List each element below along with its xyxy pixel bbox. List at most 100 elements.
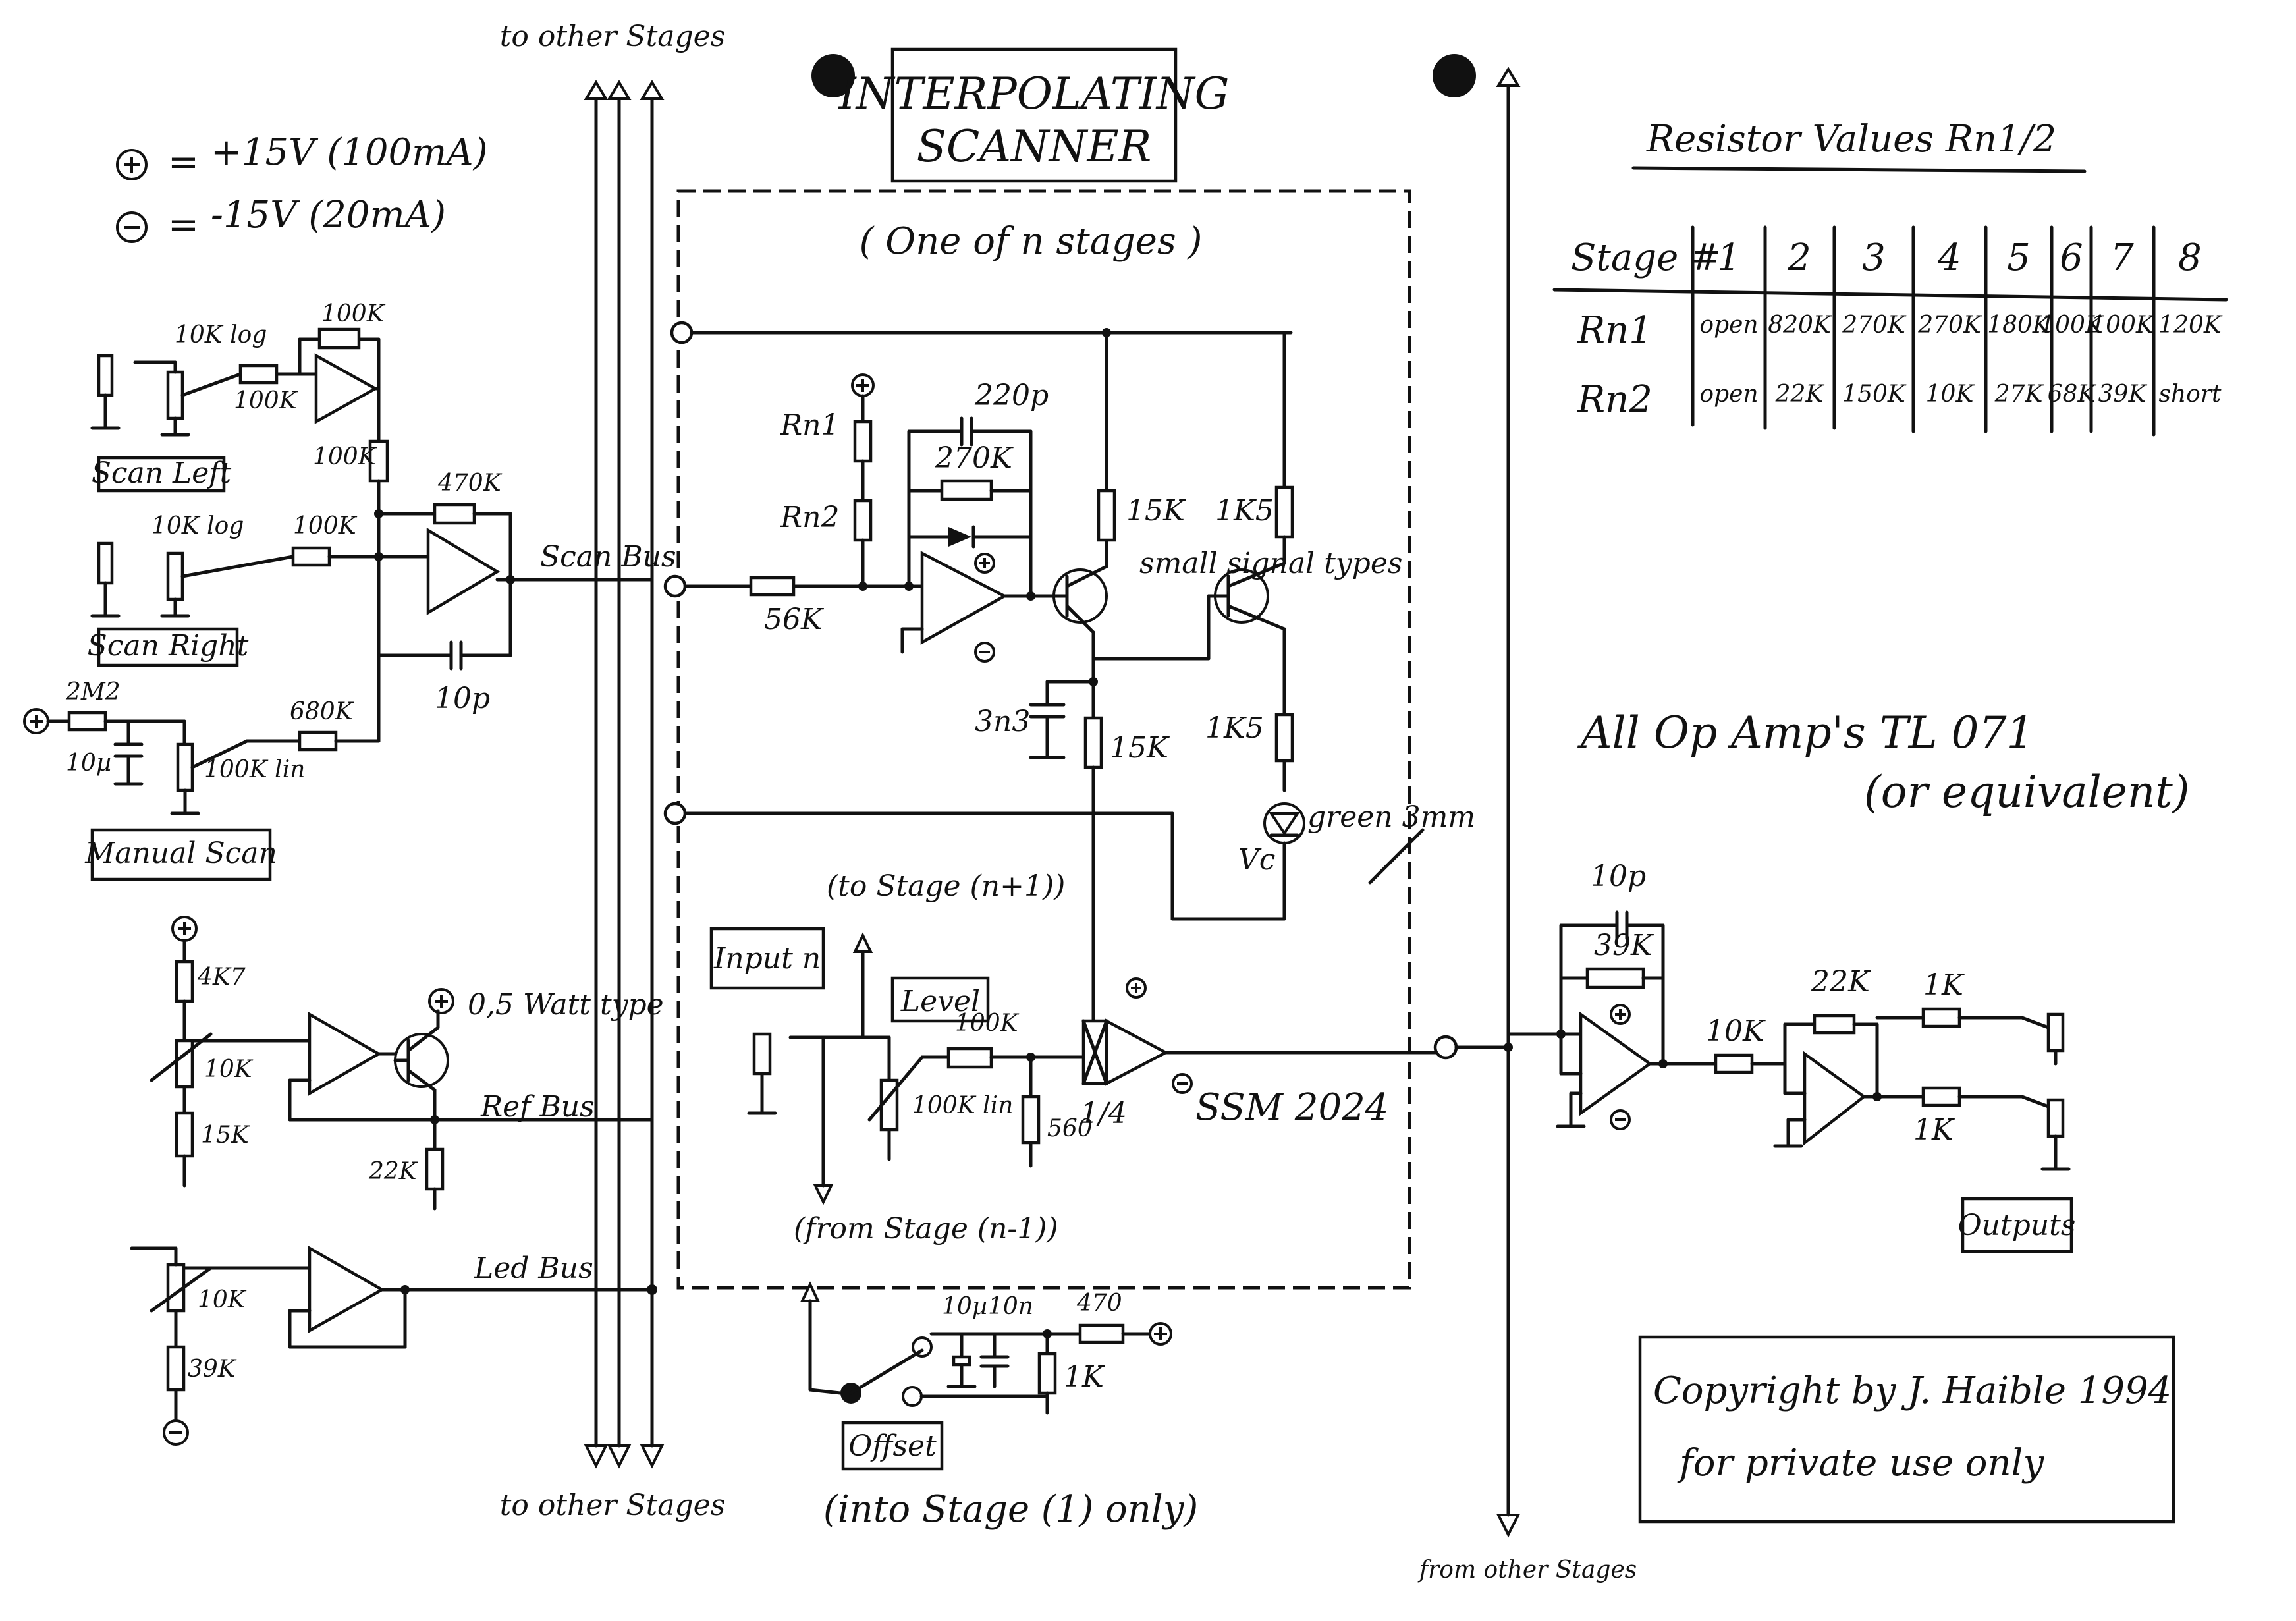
svg-text:green 3mm: green 3mm	[1307, 800, 1475, 834]
table-cell: 180K	[1987, 312, 2052, 339]
manual-scan-label: Manual Scan	[84, 837, 277, 870]
svg-text:(from Stage (n-1)): (from Stage (n-1))	[794, 1212, 1058, 1246]
stage-caption: ( One of n stages )	[860, 220, 1203, 263]
stage-outline	[676, 189, 1411, 1290]
svg-text:100K: 100K	[955, 1010, 1020, 1037]
table-cell: 270K	[1842, 312, 1907, 339]
bus-arrow-top-label: to other Stages	[500, 20, 726, 53]
svg-text:100K: 100K	[234, 387, 298, 414]
scan-bus-label: Scan Bus	[540, 540, 676, 574]
svg-text:0,5 Watt type: 0,5 Watt type	[468, 988, 664, 1022]
table-stage-header: 8	[2178, 236, 2202, 279]
svg-text:10p: 10p	[1591, 860, 1646, 893]
table-stage-header: 3	[1862, 236, 1886, 279]
svg-text:10n: 10n	[988, 1293, 1033, 1320]
svg-text:100K: 100K	[321, 300, 386, 327]
svg-text:small signal types: small signal types	[1139, 547, 1402, 580]
svg-text:39K: 39K	[188, 1356, 237, 1383]
led-section: 10K 39K	[130, 1246, 657, 1446]
copyright-line2: for private use only	[1677, 1442, 2044, 1485]
svg-text:10K: 10K	[1706, 1014, 1766, 1048]
svg-text:22K: 22K	[368, 1158, 418, 1185]
scan-left-label: Scan Left	[92, 456, 232, 490]
table-stage-header: 5	[2007, 236, 2031, 279]
svg-text:4K7: 4K7	[197, 964, 246, 991]
output-section: 10p 39K 10K 22K 1K 1	[1506, 860, 2076, 1253]
led-bus-label: Led Bus	[474, 1251, 593, 1285]
svg-text:22K: 22K	[1811, 965, 1871, 999]
table-cell: open	[1699, 381, 1758, 408]
scan-right-label: Scan Right	[88, 629, 249, 663]
svg-text:(to Stage (n+1)): (to Stage (n+1))	[827, 869, 1065, 903]
bus-arrow-right-label: from other Stages	[1417, 1556, 1637, 1583]
svg-text:10µ: 10µ	[942, 1293, 987, 1320]
svg-text:2M2: 2M2	[65, 678, 121, 705]
opamp-note: All Op Amp's TL 071 (or equivalent)	[1577, 707, 2190, 817]
bus-lines: to other Stages to other Stages	[500, 20, 726, 1522]
table-cell: 100K	[2040, 312, 2104, 339]
table-header-label: Stage #	[1571, 236, 1721, 279]
level-label: Level	[900, 985, 980, 1018]
table-stage-header: 1	[1717, 236, 1741, 279]
scan-left-section: 10K log 100K 100K 100K Scan Left	[90, 300, 389, 516]
ref-bus-label: Ref Bus	[480, 1090, 595, 1124]
svg-text:1K5: 1K5	[1215, 494, 1274, 528]
table-cell: 68K	[2048, 381, 2097, 408]
bus-arrow-bottom-label: to other Stages	[500, 1489, 726, 1522]
svg-text:39K: 39K	[1594, 929, 1654, 962]
svg-text:10µ: 10µ	[66, 750, 111, 777]
scan-right-section: 10K log 100K 470K 10p Scan Right	[88, 470, 654, 743]
table-cell: 820K	[1768, 312, 1832, 339]
svg-text:15K: 15K	[201, 1122, 250, 1149]
table-cell: 39K	[2098, 381, 2148, 408]
table-cell: open	[1699, 312, 1758, 339]
table-row-rn1: Rn1	[1577, 309, 1653, 352]
svg-text:56K: 56K	[764, 603, 824, 636]
table-stage-header: 2	[1787, 236, 1811, 279]
svg-text:680K: 680K	[290, 698, 354, 725]
svg-text:Vc: Vc	[1238, 843, 1275, 877]
resistor-table-title: Resistor Values Rn1/2	[1646, 118, 2056, 161]
title-line2: SCANNER	[917, 121, 1152, 172]
mounting-hole-right	[1433, 54, 1476, 97]
title-line1: INTERPOLATING	[838, 69, 1230, 119]
table-cell: 100K	[2091, 312, 2155, 339]
table-cell: 150K	[1842, 381, 1907, 408]
svg-text:1K5: 1K5	[1205, 711, 1264, 745]
mounting-hole-left	[811, 54, 855, 97]
copyright-box: Copyright by J. Haible 1994 for private …	[1638, 1335, 2175, 1524]
svg-text:1K: 1K	[1913, 1113, 1955, 1147]
svg-text:10K: 10K	[198, 1286, 247, 1313]
svg-text:270K: 270K	[935, 441, 1014, 475]
svg-text:470K: 470K	[437, 470, 503, 497]
input-n-label: Input n	[713, 942, 821, 975]
manual-scan-section: 2M2 10µ 100K lin 680K Manual Scan	[23, 678, 381, 881]
vca-fraction: 1/4	[1080, 1097, 1127, 1130]
svg-text:100K: 100K	[313, 443, 377, 470]
stage-circuit: Rn1 Rn2 56K 220p 270K	[663, 321, 1513, 1246]
offset-label: Offset	[848, 1429, 937, 1463]
svg-text:220p: 220p	[974, 379, 1049, 412]
offset-note: (into Stage (1) only)	[823, 1488, 1198, 1531]
svg-text:100K: 100K	[293, 512, 358, 539]
table-cell: 27K	[1994, 381, 2044, 408]
svg-text:10p: 10p	[435, 682, 490, 715]
table-stage-header: 4	[1937, 236, 1961, 279]
table-cell: 270K	[1917, 312, 1982, 339]
vca-label: SSM 2024	[1195, 1086, 1388, 1129]
ref-section: 4K7 10K 15K 0,5 Watt type 22K	[150, 916, 664, 1211]
table-cell: 10K	[1926, 381, 1975, 408]
opamp-note-line2: (or equivalent)	[1864, 767, 2190, 817]
table-cell: 22K	[1775, 381, 1825, 408]
table-stage-header: 6	[2060, 236, 2083, 279]
svg-text:100K lin: 100K lin	[912, 1092, 1013, 1119]
svg-text:10K log: 10K log	[175, 321, 267, 348]
svg-text:470: 470	[1076, 1290, 1122, 1317]
outputs-label: Outputs	[1958, 1209, 2076, 1242]
svg-text:100K lin: 100K lin	[204, 756, 305, 783]
svg-text:Rn1: Rn1	[780, 408, 839, 442]
svg-text:Rn2: Rn2	[780, 501, 839, 534]
copyright-line1: Copyright by J. Haible 1994	[1653, 1369, 2172, 1412]
